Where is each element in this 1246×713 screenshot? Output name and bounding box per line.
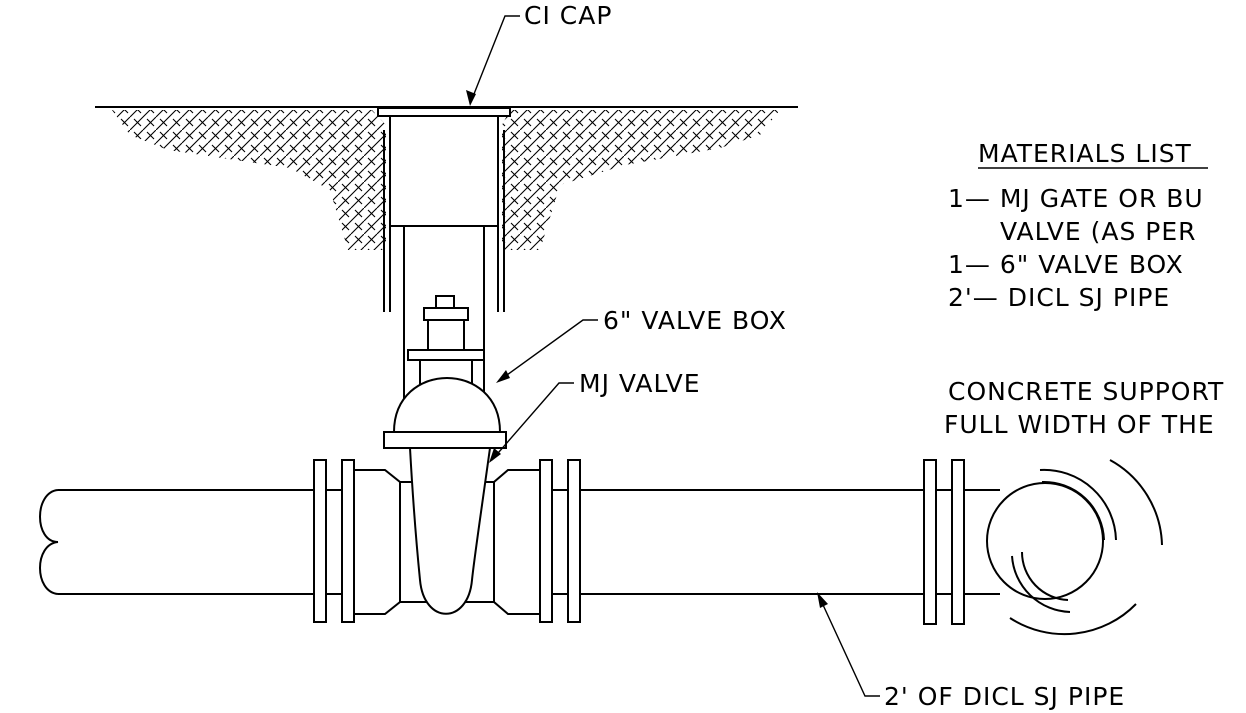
materials-item-2: 1— 6" VALVE BOX — [948, 250, 1184, 279]
soil-right — [502, 110, 780, 250]
mj-valve-label: MJ VALVE — [579, 369, 701, 398]
leaders — [466, 15, 880, 697]
flange-1 — [313, 459, 327, 623]
flange-3 — [539, 459, 553, 623]
soil-left — [112, 110, 386, 250]
valve-body — [353, 377, 541, 615]
dicl-pipe — [580, 489, 924, 595]
left-pipe — [39, 489, 320, 595]
flange-2 — [341, 459, 355, 623]
flange-6 — [951, 459, 965, 625]
materials-title: MATERIALS LIST — [978, 139, 1192, 168]
flange-5 — [923, 459, 937, 625]
end-bend — [986, 459, 1163, 636]
materials-item-1-cont: VALVE (AS PER — [1000, 217, 1197, 246]
valve-box — [383, 115, 505, 400]
materials-item-1: 1— MJ GATE OR BU — [948, 184, 1204, 213]
materials-list: MATERIALS LIST 1— MJ GATE OR BU VALVE (A… — [948, 139, 1208, 312]
concrete-note-line1: CONCRETE SUPPORT — [948, 377, 1224, 406]
ci-cap-label: CI CAP — [524, 1, 612, 30]
valve-box-label: 6" VALVE BOX — [603, 306, 787, 335]
pipe-label: 2' OF DICL SJ PIPE — [884, 682, 1125, 711]
operating-nut — [407, 295, 485, 400]
ci-cap — [377, 107, 511, 117]
concrete-note-line2: FULL WIDTH OF THE — [944, 410, 1215, 439]
flange-4 — [567, 459, 581, 623]
materials-item-3: 2'— DICL SJ PIPE — [948, 283, 1170, 312]
